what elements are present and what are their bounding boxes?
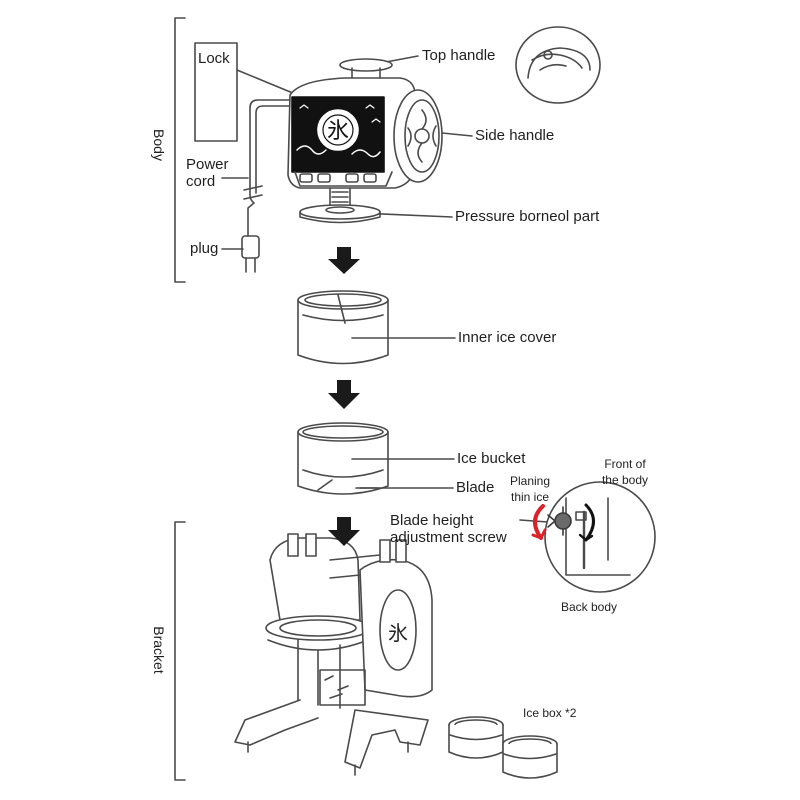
lock-box (194, 42, 238, 142)
shaver-stand (234, 533, 433, 776)
blade-height-label-line1: Blade height (390, 512, 474, 529)
top-handle-leader (385, 55, 419, 63)
planing-label-line1: Planing (509, 474, 551, 488)
ice-bucket (297, 422, 389, 495)
top-handle-label: Top handle (422, 47, 496, 64)
down-arrow-3 (328, 517, 360, 546)
ice-box-2 (502, 735, 558, 779)
bracket-section-label: Bracket (151, 626, 167, 674)
red-rotation-arrow (533, 504, 545, 540)
plug-body (241, 235, 260, 259)
ice-bucket-label: Ice bucket (457, 450, 526, 467)
planing-label-line2: thin ice (510, 490, 550, 504)
stand-emblem-glyph: 氷 (388, 621, 408, 645)
down-arrow-1 (328, 247, 360, 274)
cord-tie (243, 185, 263, 200)
power-cord-label-line1: Power (186, 156, 229, 173)
lock-leader (236, 69, 301, 97)
front-of-body-label-line2: the body (601, 473, 649, 487)
blade-height-inset (544, 481, 656, 593)
plug-label: plug (190, 240, 219, 257)
blade-label: Blade (456, 479, 495, 496)
power-cord-inner (255, 105, 297, 194)
shaver-body (287, 58, 443, 224)
body-emblem-glyph: 氷 (327, 119, 349, 144)
plug-prongs (245, 257, 256, 273)
back-body-label: Back body (561, 600, 618, 614)
body-section-label: Body (151, 129, 167, 161)
inner-ice-cover-label: Inner ice cover (458, 329, 557, 346)
blade-height-label-line2: adjustment screw (390, 529, 507, 546)
ice-box-1 (448, 716, 504, 759)
pressure-part-label: Pressure borneol part (455, 208, 600, 225)
top-handle-inset (515, 26, 601, 104)
power-cord-label-line2: cord (186, 173, 216, 190)
power-cord (247, 99, 297, 237)
ice-box-label: Ice box *2 (523, 706, 577, 720)
bracket-section-bracket (174, 521, 186, 781)
front-of-body-label-line1: Front of (604, 457, 646, 471)
down-arrow-2 (328, 380, 360, 409)
side-handle-label: Side handle (475, 127, 555, 144)
lock-label: Lock (198, 50, 230, 67)
body-section-bracket (174, 17, 186, 283)
inner-ice-cover (297, 290, 389, 365)
